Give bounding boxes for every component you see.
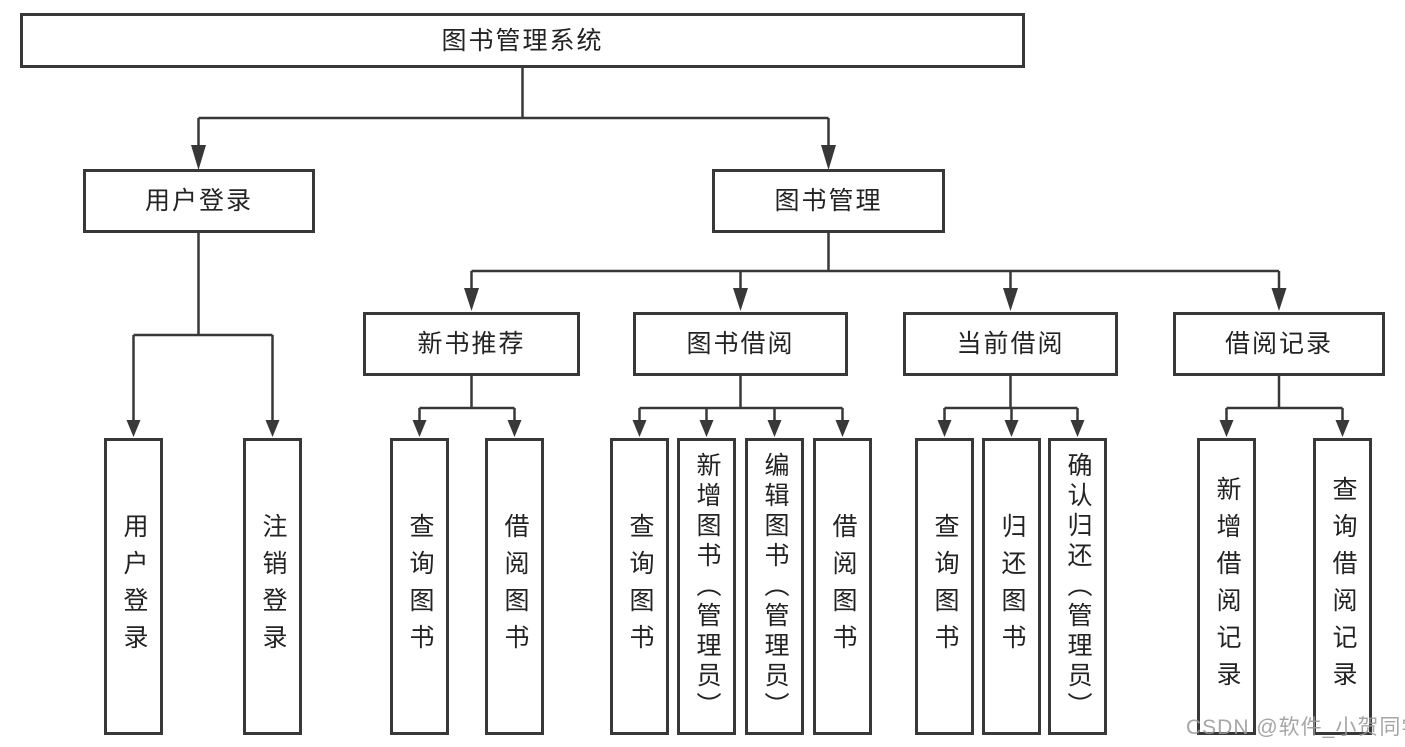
leaf-query-books-current-label: 查询图书 <box>931 512 959 661</box>
leaf-add-book-admin: 新增图书（管理员） <box>677 438 736 735</box>
node-book-borrowing: 图书借阅 <box>633 312 848 376</box>
node-user-login-label: 用户登录 <box>144 187 253 215</box>
leaf-edit-book-admin: 编辑图书（管理员） <box>745 438 804 735</box>
leaf-logout-label: 注销登录 <box>259 512 287 661</box>
leaf-user-login: 用户登录 <box>104 438 163 735</box>
leaf-query-books-current: 查询图书 <box>915 438 974 735</box>
leaf-query-books-borrowing: 查询图书 <box>610 438 669 735</box>
leaf-borrow-books-recommend: 借阅图书 <box>485 438 544 735</box>
leaf-query-borrow-record: 查询借阅记录 <box>1313 438 1372 735</box>
leaf-return-books: 归还图书 <box>982 438 1041 735</box>
node-root: 图书管理系统 <box>20 13 1025 68</box>
leaf-edit-book-admin-label: 编辑图书（管理员） <box>761 451 789 722</box>
leaf-query-borrow-record-label: 查询借阅记录 <box>1329 475 1357 698</box>
leaf-borrow-books-borrowing: 借阅图书 <box>813 438 872 735</box>
leaf-return-books-label: 归还图书 <box>998 512 1026 661</box>
leaf-borrow-books-borrowing-label: 借阅图书 <box>829 512 857 661</box>
node-new-book-recommend: 新书推荐 <box>363 312 580 376</box>
node-borrowing-records-label: 借阅记录 <box>1224 330 1333 358</box>
arrowhead-icons <box>126 145 1350 437</box>
leaf-confirm-return-admin: 确认归还（管理员） <box>1048 438 1107 735</box>
watermark-text: CSDN @软件_小贺同学 <box>1186 716 1405 739</box>
tree-edges <box>132 68 1344 424</box>
leaf-logout: 注销登录 <box>243 438 302 735</box>
leaf-user-login-label: 用户登录 <box>120 512 148 661</box>
leaf-add-book-admin-label: 新增图书（管理员） <box>693 451 721 722</box>
node-user-login: 用户登录 <box>83 169 315 233</box>
leaf-borrow-books-recommend-label: 借阅图书 <box>501 512 529 661</box>
node-new-book-recommend-label: 新书推荐 <box>417 330 526 358</box>
leaf-confirm-return-admin-label: 确认归还（管理员） <box>1064 451 1092 722</box>
node-root-label: 图书管理系统 <box>441 26 604 55</box>
node-current-borrowing: 当前借阅 <box>903 312 1118 376</box>
leaf-add-borrow-record-label: 新增借阅记录 <box>1213 475 1241 698</box>
leaf-query-books-recommend: 查询图书 <box>390 438 449 735</box>
leaf-query-books-recommend-label: 查询图书 <box>406 512 434 661</box>
leaf-add-borrow-record: 新增借阅记录 <box>1197 438 1256 735</box>
node-book-management: 图书管理 <box>712 169 945 233</box>
node-book-management-label: 图书管理 <box>774 187 883 215</box>
node-current-borrowing-label: 当前借阅 <box>956 330 1065 358</box>
node-book-borrowing-label: 图书借阅 <box>686 330 795 358</box>
leaf-query-books-borrowing-label: 查询图书 <box>626 512 654 661</box>
node-borrowing-records: 借阅记录 <box>1173 312 1385 376</box>
